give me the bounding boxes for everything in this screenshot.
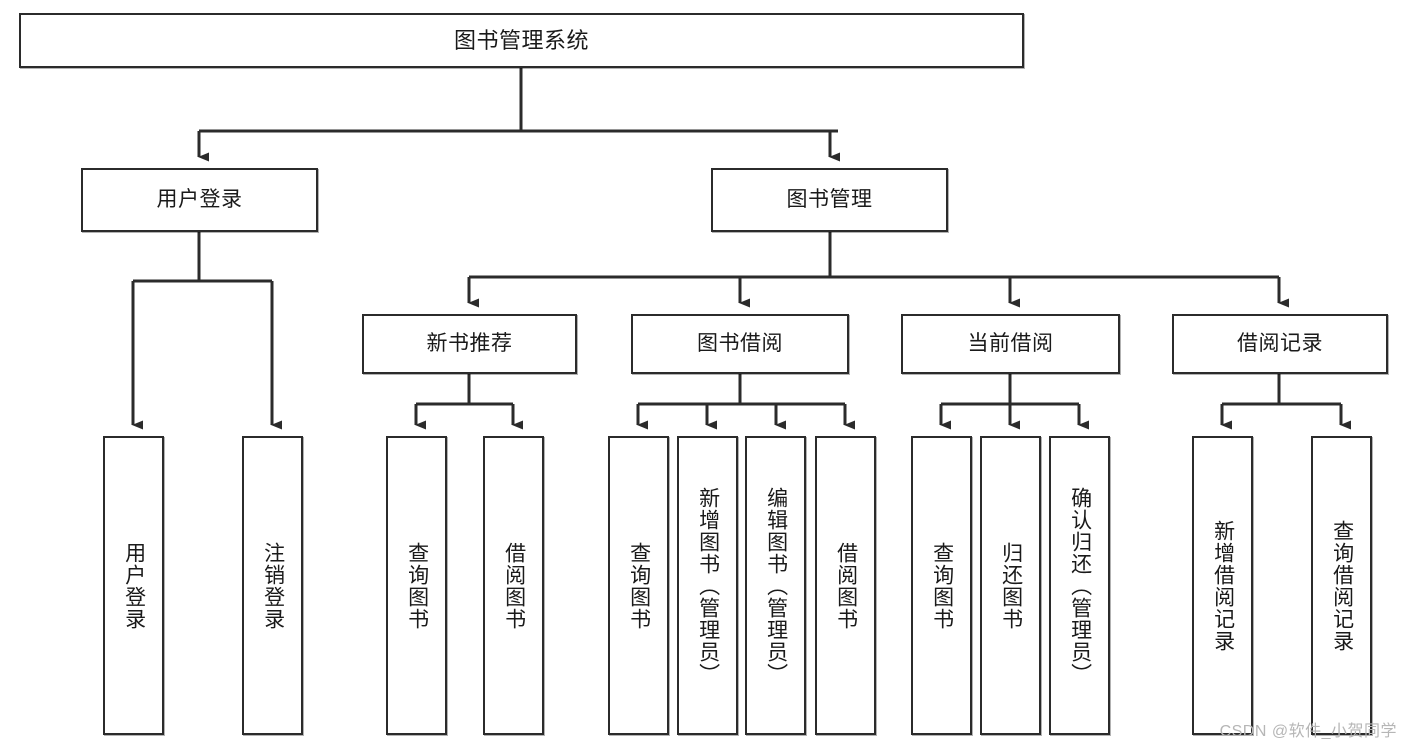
- leaf-current-query-book[interactable]: 查询图书: [911, 436, 972, 735]
- leaf-borrow-add-book-admin[interactable]: 新增图书（管理员）: [677, 436, 738, 735]
- node-label: 确认归还（管理员）: [1068, 486, 1092, 685]
- node-label: 用户登录: [122, 541, 146, 630]
- leaf-borrow-query-book[interactable]: 查询图书: [608, 436, 669, 735]
- node-label: 新增图书（管理员）: [696, 486, 720, 685]
- node-label: 归还图书: [999, 541, 1023, 630]
- node-new-book-recommend[interactable]: 新书推荐: [362, 314, 577, 374]
- node-label: 图书借阅: [697, 331, 783, 355]
- node-label: 查询借阅记录: [1330, 519, 1354, 652]
- node-label: 查询图书: [405, 541, 429, 630]
- leaf-user-login-logout[interactable]: 注销登录: [242, 436, 303, 735]
- leaf-record-query-record[interactable]: 查询借阅记录: [1311, 436, 1372, 735]
- node-label: 查询图书: [627, 541, 651, 630]
- node-current-borrow[interactable]: 当前借阅: [901, 314, 1120, 374]
- node-label: 图书管理系统: [453, 27, 589, 53]
- node-book-management[interactable]: 图书管理: [711, 168, 948, 232]
- csdn-watermark: CSDN @软件_小贺同学: [1219, 723, 1397, 740]
- leaf-recommend-borrow-book[interactable]: 借阅图书: [483, 436, 544, 735]
- leaf-borrow-edit-book-admin[interactable]: 编辑图书（管理员）: [745, 436, 806, 735]
- node-label: 新书推荐: [426, 331, 513, 355]
- node-label: 查询图书: [930, 541, 954, 630]
- node-label: 借阅图书: [834, 541, 858, 630]
- node-book-borrow[interactable]: 图书借阅: [631, 314, 849, 374]
- leaf-borrow-borrow-book[interactable]: 借阅图书: [815, 436, 876, 735]
- node-user-login[interactable]: 用户登录: [81, 168, 318, 232]
- leaf-recommend-query-book[interactable]: 查询图书: [386, 436, 447, 735]
- leaf-current-return-book[interactable]: 归还图书: [980, 436, 1041, 735]
- node-label: 用户登录: [156, 187, 243, 211]
- node-borrow-record[interactable]: 借阅记录: [1172, 314, 1388, 374]
- node-label: 编辑图书（管理员）: [764, 486, 788, 685]
- node-root-system[interactable]: 图书管理系统: [19, 13, 1024, 68]
- node-label: 注销登录: [261, 541, 285, 630]
- node-label: 借阅图书: [502, 541, 526, 630]
- leaf-record-add-record[interactable]: 新增借阅记录: [1192, 436, 1253, 735]
- leaf-current-confirm-return-admin[interactable]: 确认归还（管理员）: [1049, 436, 1110, 735]
- node-label: 借阅记录: [1237, 331, 1323, 355]
- node-label: 图书管理: [786, 187, 873, 211]
- node-label: 新增借阅记录: [1211, 519, 1235, 652]
- leaf-user-login-login[interactable]: 用户登录: [103, 436, 164, 735]
- node-label: 当前借阅: [967, 331, 1054, 355]
